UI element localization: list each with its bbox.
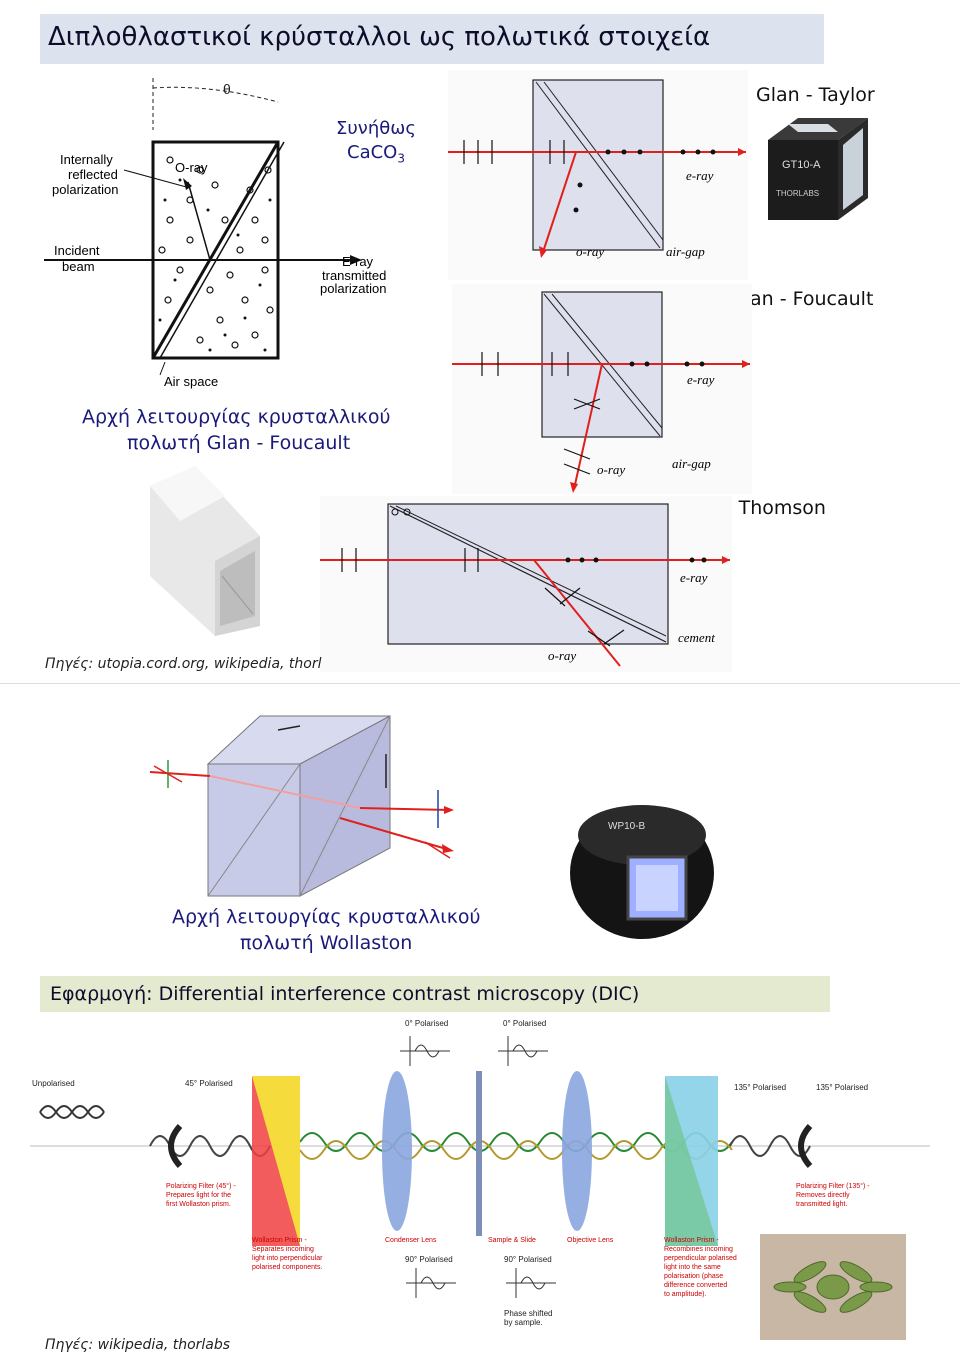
svg-text:perpendicular polarised: perpendicular polarised (664, 1255, 737, 1262)
svg-text:difference converted: difference converted (664, 1282, 727, 1289)
dic-diagram: Unpolarised 45° Polarised 0° Polarised 0… (30, 1019, 930, 1327)
svg-text:Sample & Slide: Sample & Slide (488, 1237, 536, 1244)
svg-text:e-ray: e-ray (680, 570, 708, 585)
svg-text:WP10-B: WP10-B (608, 821, 646, 832)
svg-text:air-gap: air-gap (666, 244, 705, 259)
dic-micrograph (760, 1234, 906, 1340)
wollaston-prism-diagram (150, 715, 454, 897)
application-bar (40, 976, 830, 1012)
svg-text:first Wollaston prism.: first Wollaston prism. (166, 1201, 231, 1208)
sources-top: Πηγές: utopia.cord.org, wikipedia, thorl (45, 656, 322, 672)
svg-text:polarization: polarization (320, 281, 387, 296)
svg-text:by sample.: by sample. (504, 1318, 543, 1327)
svg-text:Wollaston Prism -: Wollaston Prism - (252, 1237, 307, 1244)
glan-foucault-schematic: θ Internally reflected polarization O-ra… (44, 78, 387, 389)
principle-gf-line2: πολωτή Glan - Foucault (127, 432, 351, 454)
wollaston-product-photo: WP10-B (570, 805, 714, 939)
svg-text:45° Polarised: 45° Polarised (185, 1079, 233, 1088)
svg-text:to amplitude).: to amplitude). (664, 1291, 706, 1298)
glan-thomson-photo (150, 466, 260, 636)
svg-text:o-ray: o-ray (597, 462, 625, 477)
svg-text:Separates incoming: Separates incoming (252, 1246, 314, 1253)
principle-wollaston-line1: Αρχή λειτουργίας κρυσταλλικού (172, 906, 481, 928)
svg-text:90° Polarised: 90° Polarised (504, 1255, 552, 1264)
theta-label: θ (223, 81, 231, 97)
glan-taylor-photo: GT10-A THORLABS (768, 118, 868, 220)
svg-text:polarization: polarization (52, 182, 119, 197)
svg-text:light into perpendicular: light into perpendicular (252, 1255, 323, 1262)
application-label: Εφαρμογή: Differential interference cont… (50, 983, 640, 1005)
svg-text:Wollaston Prism -: Wollaston Prism - (664, 1237, 719, 1244)
title-bar (40, 14, 824, 64)
svg-text:polarisation (phase: polarisation (phase (664, 1273, 723, 1280)
glan-taylor-label: Glan - Taylor (756, 84, 875, 106)
svg-text:light into the same: light into the same (664, 1264, 721, 1271)
svg-text:135° Polarised: 135° Polarised (816, 1083, 868, 1092)
svg-text:air-gap: air-gap (672, 456, 711, 471)
svg-text:Unpolarised: Unpolarised (32, 1079, 75, 1088)
glan-foucault-label: Glan - Foucault (730, 288, 874, 310)
svg-text:o-ray: o-ray (548, 648, 576, 663)
svg-text:Condenser Lens: Condenser Lens (385, 1237, 437, 1244)
svg-text:0° Polarised: 0° Polarised (405, 1019, 448, 1028)
svg-text:o-ray: o-ray (576, 244, 604, 259)
svg-text:Prepares light for the: Prepares light for the (166, 1192, 231, 1199)
svg-text:transmitted: transmitted (322, 268, 386, 283)
svg-text:reflected: reflected (68, 167, 118, 182)
glan-taylor-diagram: e-ray o-ray air-gap (448, 70, 748, 280)
svg-text:Recombines incoming: Recombines incoming (664, 1246, 733, 1253)
svg-text:Polarizing Filter (45°) -: Polarizing Filter (45°) - (166, 1182, 236, 1190)
svg-text:transmitted light.: transmitted light. (796, 1201, 847, 1208)
section-divider (0, 683, 960, 684)
svg-text:polarised components.: polarised components. (252, 1264, 322, 1271)
svg-text:Polarizing Filter (135°) -: Polarizing Filter (135°) - (796, 1182, 870, 1190)
glan-foucault-diagram: e-ray o-ray air-gap (452, 284, 752, 494)
svg-text:beam: beam (62, 259, 95, 274)
svg-text:Air space: Air space (164, 374, 218, 389)
svg-text:Objective Lens: Objective Lens (567, 1237, 614, 1244)
svg-text:135° Polarised: 135° Polarised (734, 1083, 786, 1092)
svg-text:cement: cement (678, 630, 715, 645)
svg-text:Removes directly: Removes directly (796, 1192, 850, 1199)
svg-text:Internally: Internally (60, 152, 113, 167)
sources-bottom: Πηγές: wikipedia, thorlabs (45, 1337, 231, 1353)
glan-thomson-diagram: e-ray o-ray cement (320, 496, 732, 672)
svg-text:e-ray: e-ray (687, 372, 715, 387)
svg-text:Incident: Incident (54, 243, 100, 258)
svg-text:Phase shifted: Phase shifted (504, 1309, 552, 1318)
caco3-label-line1: Συνήθως (336, 118, 416, 139)
principle-wollaston-line2: πολωτή Wollaston (240, 932, 413, 954)
page-title: Διπλοθλαστικοί κρύσταλλοι ως πολωτικά στ… (48, 22, 711, 52)
svg-text:e-ray: e-ray (686, 168, 714, 183)
svg-text:90° Polarised: 90° Polarised (405, 1255, 453, 1264)
svg-text:0° Polarised: 0° Polarised (503, 1019, 546, 1028)
principle-gf-line1: Αρχή λειτουργίας κρυσταλλικού (82, 406, 391, 428)
svg-text:THORLABS: THORLABS (776, 189, 819, 198)
svg-text:GT10-A: GT10-A (782, 159, 821, 171)
caco3-label-line2: CaCO3 (347, 142, 405, 166)
svg-text:E-ray: E-ray (342, 254, 374, 269)
svg-text:O-ray: O-ray (175, 160, 208, 175)
